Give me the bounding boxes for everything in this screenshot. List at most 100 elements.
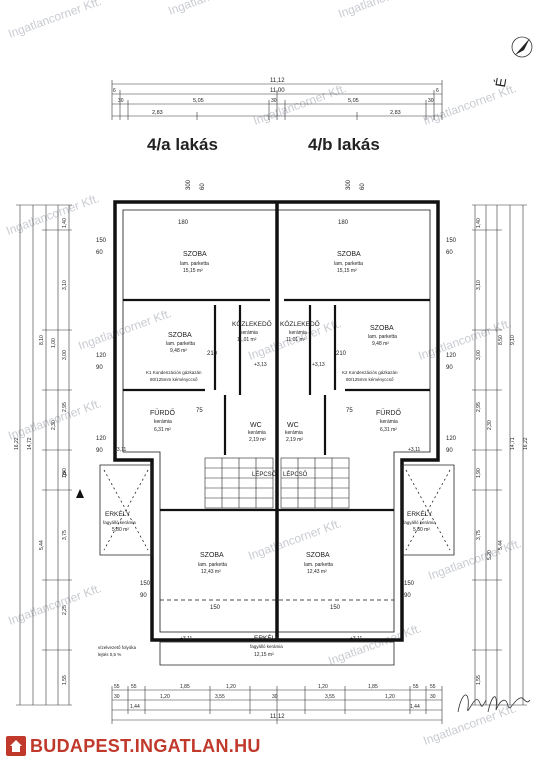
level-mark: +3,13 xyxy=(254,362,267,368)
dim-top-inner: 11,00 xyxy=(270,88,285,94)
dim-bottom-r2: 30 xyxy=(430,694,436,700)
room-name: ERKÉLY xyxy=(407,509,433,518)
room-right-kozlekedo: KÖZLEKEDŐ kerámia 11,01 m² xyxy=(280,319,320,343)
dim-right: 2,30 xyxy=(487,420,493,430)
house-icon xyxy=(6,736,26,756)
room-area: 9,48 m² xyxy=(170,348,187,354)
opening-label: 120 xyxy=(96,436,107,442)
room-name: ERKÉLY xyxy=(105,509,131,518)
dim-left: 1,40 xyxy=(62,218,68,228)
gutter-note: vízelvezető folyóka xyxy=(98,645,137,650)
opening-label: 300 xyxy=(346,179,352,190)
watermark: Ingatlancorner Kft. xyxy=(6,0,103,41)
opening-label: 60 xyxy=(96,250,103,256)
dim-top-r4: 2,83 xyxy=(152,110,163,116)
dim-top-r3: 30 xyxy=(271,98,277,104)
room-name: ERKÉLY xyxy=(254,633,280,642)
room-finish: fagyálló kerámia xyxy=(250,644,283,649)
room-left-szoba-3: SZOBA lam. parketta 12,43 m² xyxy=(198,552,227,575)
dim-right: 8,50 xyxy=(498,335,504,345)
opening-label: 180 xyxy=(338,220,349,226)
room-finish: kerámia xyxy=(380,419,398,425)
level-mark: +3,11 xyxy=(350,636,362,642)
title-apartment-left: 4/a lakás xyxy=(147,135,218,154)
building-walls xyxy=(113,200,440,642)
room-finish: fagyálló kerámia xyxy=(103,520,136,525)
dim-right: 1,55 xyxy=(476,675,482,685)
dim-right: 3,75 xyxy=(476,530,482,540)
dim-right: 2,95 xyxy=(476,402,482,412)
level-mark: +3,13 xyxy=(312,362,325,368)
dimension-chain-bottom xyxy=(111,686,443,724)
room-name: WC xyxy=(250,422,262,429)
dim-left: 1,90 xyxy=(62,468,68,478)
level-mark: +3,11 xyxy=(180,636,192,642)
opening-label: 150 xyxy=(330,605,341,611)
dim-top-r4: 2,83 xyxy=(390,110,401,116)
opening-label: 90 xyxy=(96,365,103,371)
footer-logo: BUDAPEST.INGATLAN.HU xyxy=(6,734,286,758)
room-area: 12,43 m² xyxy=(201,569,221,575)
room-name: SZOBA xyxy=(168,332,192,339)
room-right-szoba-3: SZOBA lam. parketta 12,43 m² xyxy=(304,552,333,575)
room-name: SZOBA xyxy=(183,251,207,258)
dim-left: 2,30 xyxy=(51,420,57,430)
opening-label: 60 xyxy=(200,183,206,190)
room-name: FÜRDŐ xyxy=(150,408,175,417)
opening-label: 90 xyxy=(446,448,453,454)
room-left-wc: WC kerámia 2,19 m² xyxy=(248,422,266,443)
room-area: 5,80 m² xyxy=(112,527,129,533)
title-apartment-right: 4/b lakás xyxy=(308,135,380,154)
room-finish: lam. parketta xyxy=(198,562,227,568)
dim-left: 3,10 xyxy=(62,280,68,290)
dim-right: 9,10 xyxy=(510,335,516,345)
room-finish: lam. parketta xyxy=(334,261,363,267)
dim-right: 1,90 xyxy=(476,468,482,478)
room-area: 6,31 m² xyxy=(154,427,171,433)
chimney-note: 80/125mm kéményccső xyxy=(150,377,198,382)
opening-label: 75 xyxy=(196,408,203,414)
room-name: SZOBA xyxy=(306,552,330,559)
boiler-note: K1 Kondenzációs gázkazán xyxy=(146,370,202,375)
watermark: Ingatlancorner Kft. xyxy=(76,306,173,353)
dim-bottom-r2: 3,55 xyxy=(325,694,335,700)
room-finish: kerámia xyxy=(154,419,172,425)
opening-label: 150 xyxy=(210,605,221,611)
dim-bottom-r2: 3,55 xyxy=(215,694,225,700)
room-area: 11,01 m² xyxy=(286,337,306,343)
room-front-erkely: ERKÉLY fagyálló kerámia 12,15 m² xyxy=(250,633,283,658)
room-area: 6,31 m² xyxy=(380,427,397,433)
opening-label: 210 xyxy=(336,351,347,357)
room-finish: lam. parketta xyxy=(304,562,333,568)
dim-left: 16,22 xyxy=(14,437,20,450)
room-finish: kerámia xyxy=(248,430,266,436)
opening-label: 90 xyxy=(96,448,103,454)
dim-left: 8,10 xyxy=(39,335,45,345)
dim-bottom-r3: 1,44 xyxy=(410,704,420,710)
room-left-szoba-2: SZOBA lam. parketta 9,48 m² xyxy=(166,332,195,354)
dimension-chain-right xyxy=(472,204,527,706)
room-finish: fagyálló kerámia xyxy=(403,520,436,525)
north-letter: É xyxy=(492,76,509,88)
gutter-note: lejtés 0,5 % xyxy=(98,652,121,657)
dim-bottom-r2: 1,20 xyxy=(385,694,395,700)
dim-bottom-r2: 30 xyxy=(272,694,278,700)
dimension-chain-top xyxy=(111,80,443,120)
dim-top-r3: 30 xyxy=(428,98,434,104)
room-finish: kerámia xyxy=(289,330,307,336)
opening-label: 60 xyxy=(446,250,453,256)
watermark: Ingatlancorner Kft. xyxy=(251,81,348,128)
room-name-stairs-right: LÉPCSŐ xyxy=(283,471,308,478)
opening-label: 150 xyxy=(404,581,415,587)
room-name: SZOBA xyxy=(370,325,394,332)
dim-top-r3: 30 xyxy=(118,98,124,104)
opening-label: 120 xyxy=(446,353,457,359)
room-name: KÖZLEKEDŐ xyxy=(232,319,272,328)
room-right-erkely-side: ERKÉLY fagyálló kerámia 5,80 m² xyxy=(403,509,436,533)
watermark: Ingatlancorner Kft. xyxy=(6,581,103,628)
dim-left: 5,44 xyxy=(39,540,45,550)
opening-label: 150 xyxy=(96,238,107,244)
room-name-stairs-left: LÉPCSŐ xyxy=(252,471,277,478)
dim-left: 1,00 xyxy=(51,338,57,348)
